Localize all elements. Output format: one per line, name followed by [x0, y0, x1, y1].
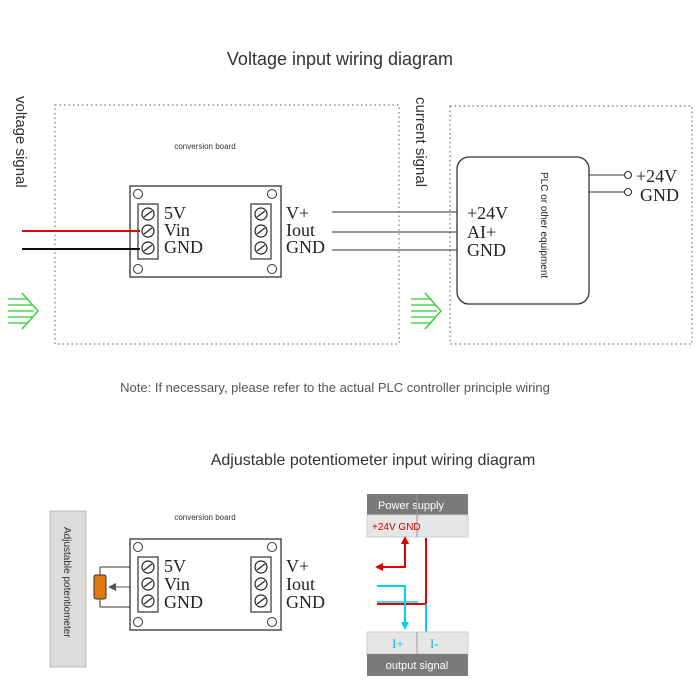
bottom-left-pin-5v: 5V	[164, 556, 186, 576]
power-gnd-terminal	[623, 187, 633, 197]
output-pin-iplus: I+	[392, 636, 404, 651]
bottom-right-pin-iout: Iout	[286, 574, 315, 594]
potentiometer-label: Adjustable potentiometer	[61, 527, 72, 638]
top-left-pin-gnd: GND	[164, 237, 203, 257]
output-pin-iminus: I-	[430, 636, 439, 651]
top-board-label: conversion board	[174, 142, 235, 151]
top-left-pin-vin: Vin	[164, 220, 190, 240]
power-supply-label: Power supply	[378, 500, 445, 512]
top-conversion-board	[129, 185, 282, 278]
plc-box	[456, 156, 590, 305]
red-return-wire	[377, 538, 427, 605]
plc-dotted-frame	[449, 105, 693, 345]
cyan-output-wire	[377, 585, 409, 630]
arrow-right-icon	[7, 292, 39, 330]
bottom-conversion-board	[129, 538, 282, 631]
plc-input-ai: AI+	[467, 222, 496, 242]
wiring-note: Note: If necessary, please refer to the …	[120, 380, 550, 395]
output-signal-label: output signal	[386, 660, 448, 672]
power-24v-label: +24V	[636, 166, 677, 186]
potentiometer-icon	[93, 574, 107, 600]
bottom-right-pin-gnd: GND	[286, 592, 325, 612]
bottom-board-label: conversion board	[174, 513, 235, 522]
output-signal-header	[367, 654, 468, 676]
power-gnd-label: GND	[640, 185, 679, 205]
plc-input-24v: +24V	[467, 203, 508, 223]
bottom-left-pin-vin: Vin	[164, 574, 190, 594]
board-dotted-frame	[54, 104, 400, 345]
bottom-right-pin-vplus: V+	[286, 556, 309, 576]
plc-input-gnd: GND	[467, 240, 506, 260]
plc-label: PLC or other equipment	[538, 172, 549, 278]
bottom-title: Adjustable potentiometer input wiring di…	[211, 452, 536, 469]
top-right-pin-vplus: V+	[286, 203, 309, 223]
arrow-right-icon	[410, 292, 442, 330]
top-right-pin-gnd: GND	[286, 237, 325, 257]
red-supply-wire	[375, 538, 406, 571]
top-left-pin-5v: 5V	[164, 203, 186, 223]
top-right-pin-iout: Iout	[286, 220, 315, 240]
top-title: Voltage input wiring diagram	[227, 49, 453, 69]
power-24v-terminal	[623, 170, 633, 180]
power-supply-pins: +24V GND	[372, 522, 421, 533]
current-signal-label: current signal	[412, 97, 429, 187]
bottom-left-pin-gnd: GND	[164, 592, 203, 612]
potentiometer-panel	[49, 510, 87, 668]
voltage-signal-label: voltage signal	[12, 96, 29, 188]
